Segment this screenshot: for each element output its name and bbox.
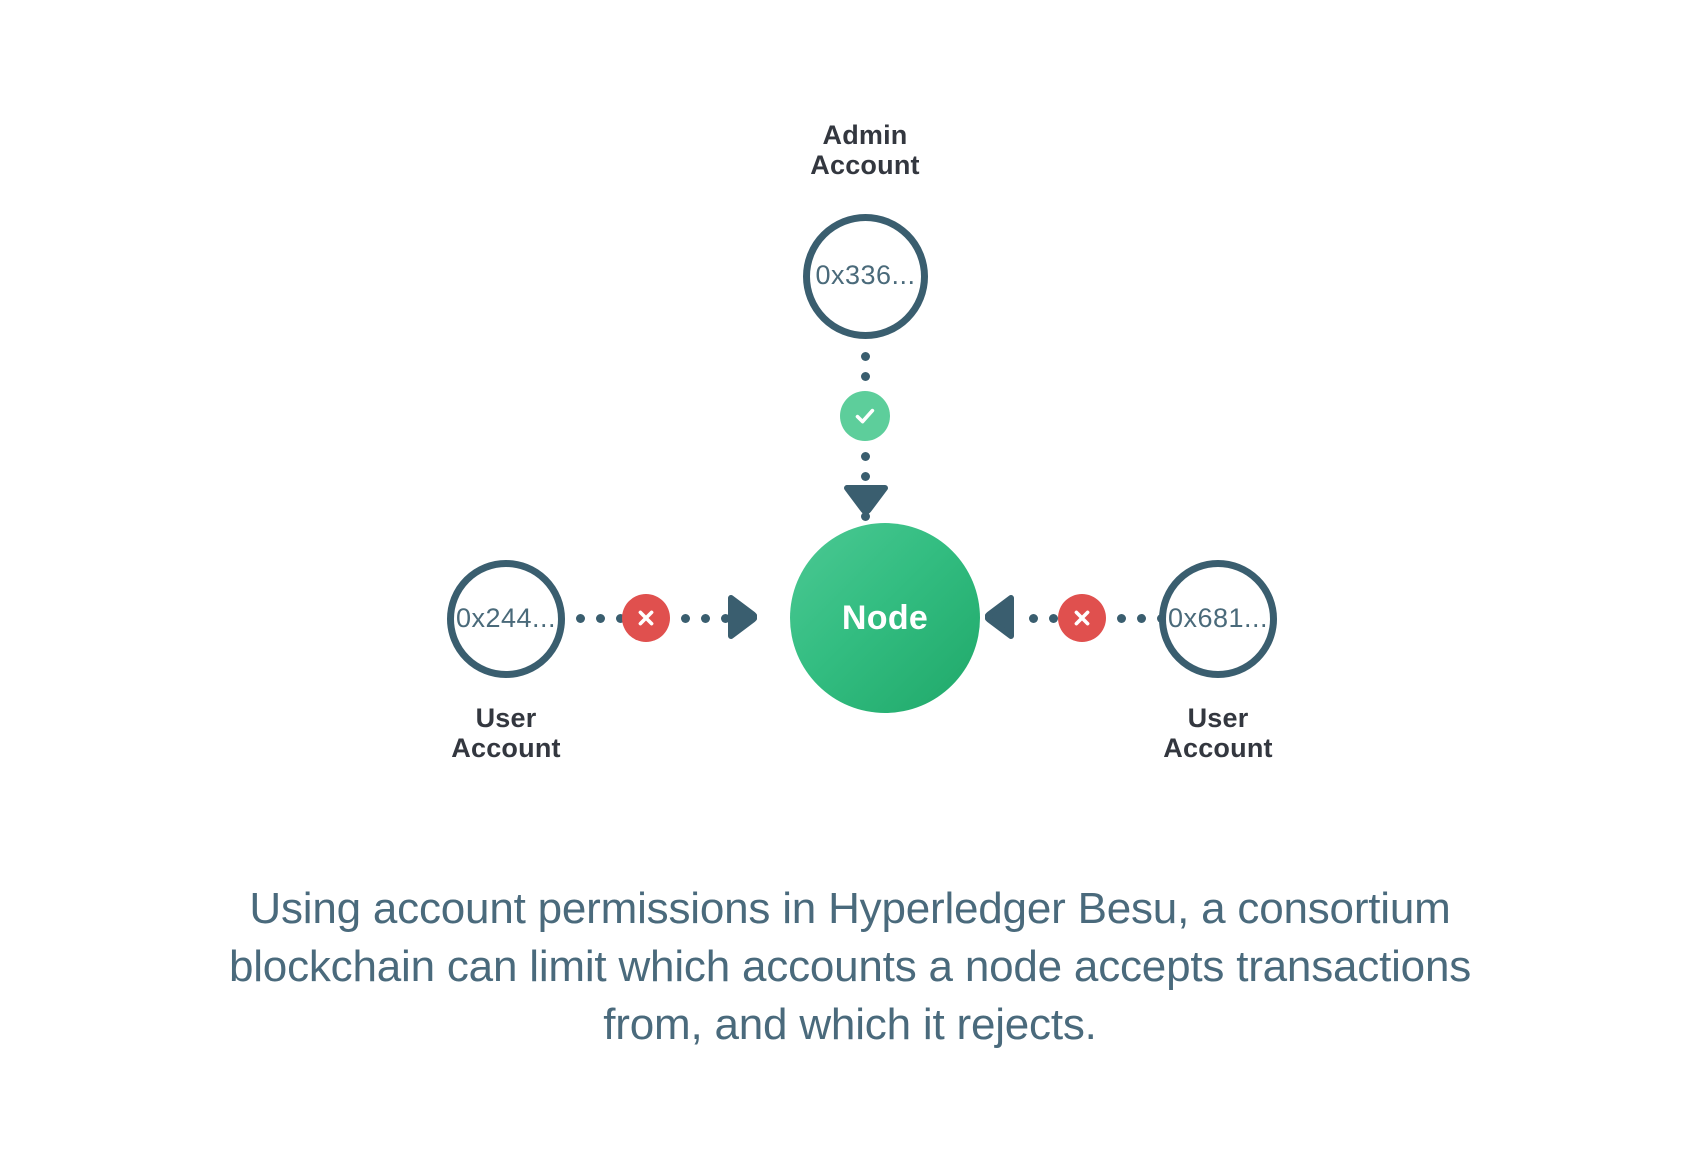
connector-dot	[681, 614, 690, 623]
user-left-deny-badge	[622, 594, 670, 642]
caption-text: Using account permissions in Hyperledger…	[228, 884, 1472, 1050]
connector-dot	[1117, 614, 1126, 623]
connector-dot	[616, 614, 625, 623]
connector-dot	[721, 614, 730, 623]
permissions-diagram: Admin Account 0x336...	[447, 120, 1277, 764]
connector-dot	[861, 472, 870, 481]
admin-arrowhead-icon	[843, 484, 889, 519]
connector-dot	[861, 512, 870, 521]
connector-dot	[861, 452, 870, 461]
user-right-account-label: User Account	[1163, 703, 1273, 764]
connector-dot	[1137, 614, 1146, 623]
user-right-arrowhead-icon	[984, 594, 1015, 645]
node-label: Node	[841, 598, 929, 637]
user-left-account-circle[interactable]: 0x244...	[447, 560, 565, 678]
connector-dot	[861, 372, 870, 381]
admin-account-address: 0x336...	[815, 260, 916, 290]
connector-dot	[701, 614, 710, 623]
user-right-account-circle[interactable]: 0x681...	[1159, 560, 1277, 678]
user-left-arrowhead-icon	[727, 594, 758, 645]
connector-dot	[1049, 614, 1058, 623]
x-icon	[1074, 610, 1090, 626]
admin-account-label: Admin Account	[810, 120, 920, 181]
admin-allow-badge	[840, 391, 890, 441]
connector-dot	[861, 352, 870, 361]
connector-dot	[1029, 614, 1038, 623]
admin-account-circle[interactable]: 0x336...	[803, 214, 928, 339]
connector-dot	[596, 614, 605, 623]
user-left-account-address: 0x244...	[455, 602, 557, 633]
x-icon	[638, 610, 654, 626]
user-left-account-label: User Account	[451, 703, 561, 764]
check-icon	[855, 408, 875, 424]
node-circle[interactable]: Node	[790, 523, 980, 713]
user-right-account-address: 0x681...	[1167, 602, 1269, 633]
connector-dot	[576, 614, 585, 623]
user-right-deny-badge	[1058, 594, 1106, 642]
